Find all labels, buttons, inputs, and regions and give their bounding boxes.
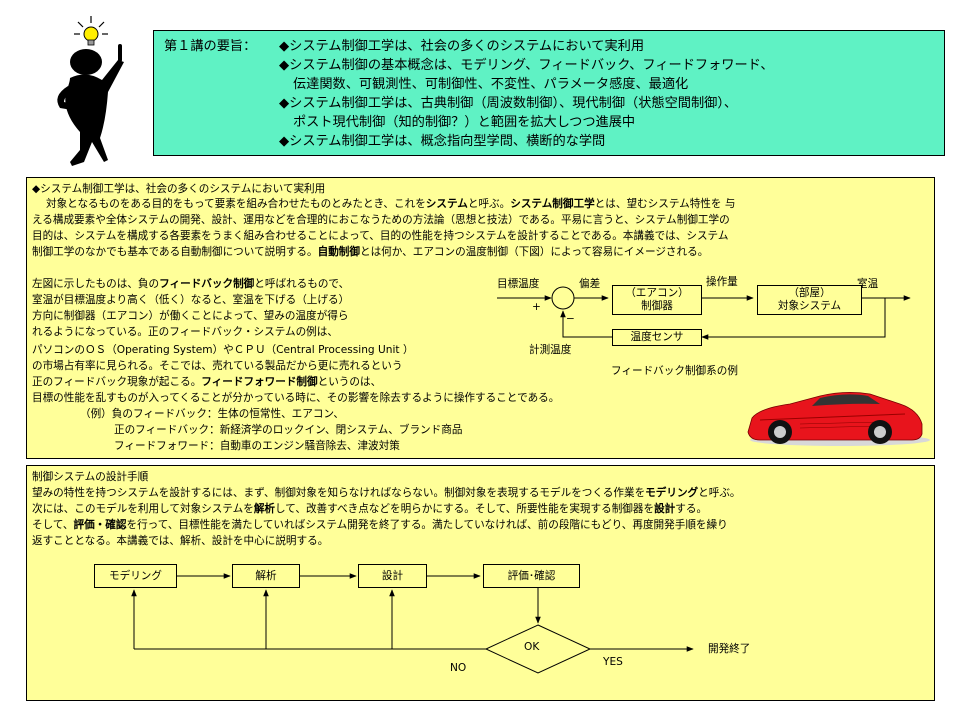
plant-block-line: 対象システム (777, 300, 842, 312)
design-line-3: そして、評価・確認を行って、目標性能を満たしていればシステム開発を終了する。満た… (32, 518, 728, 532)
flow-done-label: 開発終了 (708, 643, 751, 655)
lightbulb-icon (74, 16, 108, 46)
feedback-line-2: 室温が目標温度より高く（低く）なると、室温を下げる（上げる） (32, 294, 350, 306)
label-minus: − (566, 313, 575, 325)
label-deviation: 偏差 (579, 278, 601, 290)
flow-evaluation-block: 評価･確認 (483, 564, 580, 588)
feedback-line-3: 方向に制御器（エアコン）が働くことによって、望みの温度が得ら (32, 310, 349, 322)
summary-line-3: 伝達関数、可観測性、可制御性、不変性、パラメータ感度、最適化 (293, 77, 689, 92)
design-text: そして、 (32, 519, 74, 531)
feedback-text: 正のフィードバック現象が起こる。 (32, 376, 202, 388)
feedback-text: 左図に示したものは、負の (32, 278, 160, 290)
term-feedback-control: フィードバック制御 (159, 278, 255, 290)
feedback-line-1: 左図に示したものは、負のフィードバック制御と呼ばれるもので、 (32, 277, 349, 291)
flow-modeling-block: モデリング (94, 564, 177, 588)
plant-block-line: （部屋） (788, 287, 831, 299)
feedback-line-5: パソコンのＯＳ（Operating System）やＣＰＵ（Central Pr… (32, 344, 414, 356)
term-analysis: 解析 (253, 503, 276, 515)
flow-design-block: 設計 (358, 564, 427, 588)
design-text: を行って、目標性能を満たしていればシステム開発を終了する。満たしていなければ、前… (126, 519, 728, 531)
diagram-caption: フィードバック制御系の例 (611, 365, 738, 377)
term-evaluation: 評価・確認 (73, 519, 127, 531)
term-feedforward-control: フィードフォワード制御 (201, 376, 318, 388)
term-modeling: モデリング (645, 487, 699, 499)
design-line-1: 望みの特性を持つシステムを設計するには、まず、制御対象を知らなければならない。制… (32, 486, 741, 500)
example-line-2: 正のフィードバック：新経済学のロックイン、閉システム、ブランド商品 (114, 424, 463, 436)
design-procedure-box (26, 465, 935, 701)
design-line-2: 次には、このモデルを利用して対象システムを解析して、改善すべき点などを明らかにす… (32, 502, 707, 516)
design-text: と呼ぶ。 (698, 487, 741, 499)
flow-no-label: NO (450, 662, 467, 674)
term-system-control: システム制御工学 (510, 198, 595, 210)
summary-line-1: ◆システム制御工学は、社会の多くのシステムにおいて実利用 (279, 39, 645, 54)
design-text: して、改善すべき点などを明らかにする。そして、所要性能を実現する制御器を (275, 503, 655, 515)
term-automatic-control: 自動制御 (317, 246, 360, 258)
feedback-line-7: 正のフィードバック現象が起こる。フィードフォワード制御というのは、 (32, 375, 381, 389)
summary-box: 第１講の要旨： ◆システム制御工学は、社会の多くのシステムにおいて実利用 ◆シス… (153, 30, 945, 156)
design-text: 次には、このモデルを利用して対象システムを (32, 503, 254, 515)
design-text: する。 (675, 503, 708, 515)
label-target-temp: 目標温度 (497, 278, 540, 290)
example-line-1: （例）負のフィードバック：生体の恒常性、エアコン、 (80, 408, 344, 420)
design-line-4: 返すこととなる。本講義では、解析、設計を中心に説明する。 (32, 535, 329, 547)
person-silhouette (57, 44, 124, 166)
label-plus: + (532, 301, 541, 313)
intro-text: 対象となるものをある目的をもって要素を組み合わせたものとみたとき、これを (46, 198, 426, 210)
plant-block: （部屋） 対象システム (757, 285, 862, 315)
feedback-line-8: 目標の性能を乱すものが入ってくることが分かっている時に、その影響を除去するように… (32, 392, 560, 404)
feedback-line-6: の市場占有率に見られる。そこでは、売れている製品だから更に売れるという (32, 360, 403, 372)
intro-line-3: 目的は、システムを構成する各要素をうまく組み合わせることによって、目的の性能を持… (32, 230, 729, 242)
feedback-text: と呼ばれるもので、 (254, 278, 350, 290)
flow-yes-label: YES (603, 656, 623, 668)
summary-line-4: ◆システム制御工学は、古典制御（周波数制御）、現代制御（状態空間制御）、 (279, 96, 738, 111)
label-manipulated-variable: 操作量 (706, 276, 738, 288)
example-line-3: フィードフォワード：自動車のエンジン騒音除去、津波対策 (114, 440, 400, 452)
intro-text: とは、望むシステム特性を 与 (594, 198, 736, 210)
flow-ok-label: OK (524, 641, 540, 653)
term-system: システム (425, 198, 468, 210)
controller-block: （エアコン） 制御器 (612, 285, 702, 315)
feedback-text: というのは、 (317, 376, 382, 388)
label-measured-temp: 計測温度 (529, 344, 572, 356)
summary-lead: 第１講の要旨： (164, 39, 257, 54)
sensor-block: 温度センサ (612, 329, 702, 346)
intro-text: と呼ぶ。 (467, 198, 511, 210)
summary-line-5: ポスト現代制御（知的制御？）と範囲を拡大しつつ進展中 (293, 115, 636, 130)
summary-line-6: ◆システム制御工学は、概念指向型学問、横断的な学問 (279, 134, 606, 149)
design-text: 望みの特性を持つシステムを設計するには、まず、制御対象を知らなければならない。制… (32, 487, 646, 499)
controller-block-line: （エアコン） (625, 287, 689, 299)
intro-line-2: える構成要素や全体システムの開発、設計、運用などを合理的におこなうための方法論（… (32, 214, 730, 226)
intro-text: とは何か、エアコンの温度制御（下図）によって容易にイメージされる。 (359, 246, 709, 258)
summary-line-2: ◆システム制御の基本概念は、モデリング、フィードバック、フィードフォワード、 (279, 58, 774, 73)
design-heading: 制御システムの設計手順 (32, 471, 149, 483)
intro-heading: ◆システム制御工学は、社会の多くのシステムにおいて実利用 (32, 183, 326, 195)
term-design: 設計 (654, 503, 676, 515)
label-room-temp: 室温 (857, 278, 879, 290)
controller-block-line: 制御器 (641, 300, 673, 312)
intro-line-1: 対象となるものをある目的をもって要素を組み合わせたものとみたとき、これをシステム… (46, 197, 735, 211)
flow-analysis-block: 解析 (232, 564, 300, 588)
intro-line-4: 制御工学のなかでも基本である自動制御について説明する。自動制御とは何か、エアコン… (32, 245, 708, 259)
intro-text: 制御工学のなかでも基本である自動制御について説明する。 (32, 246, 318, 258)
feedback-line-4: れるようになっている。正のフィードバック・システムの例は、 (32, 326, 338, 338)
